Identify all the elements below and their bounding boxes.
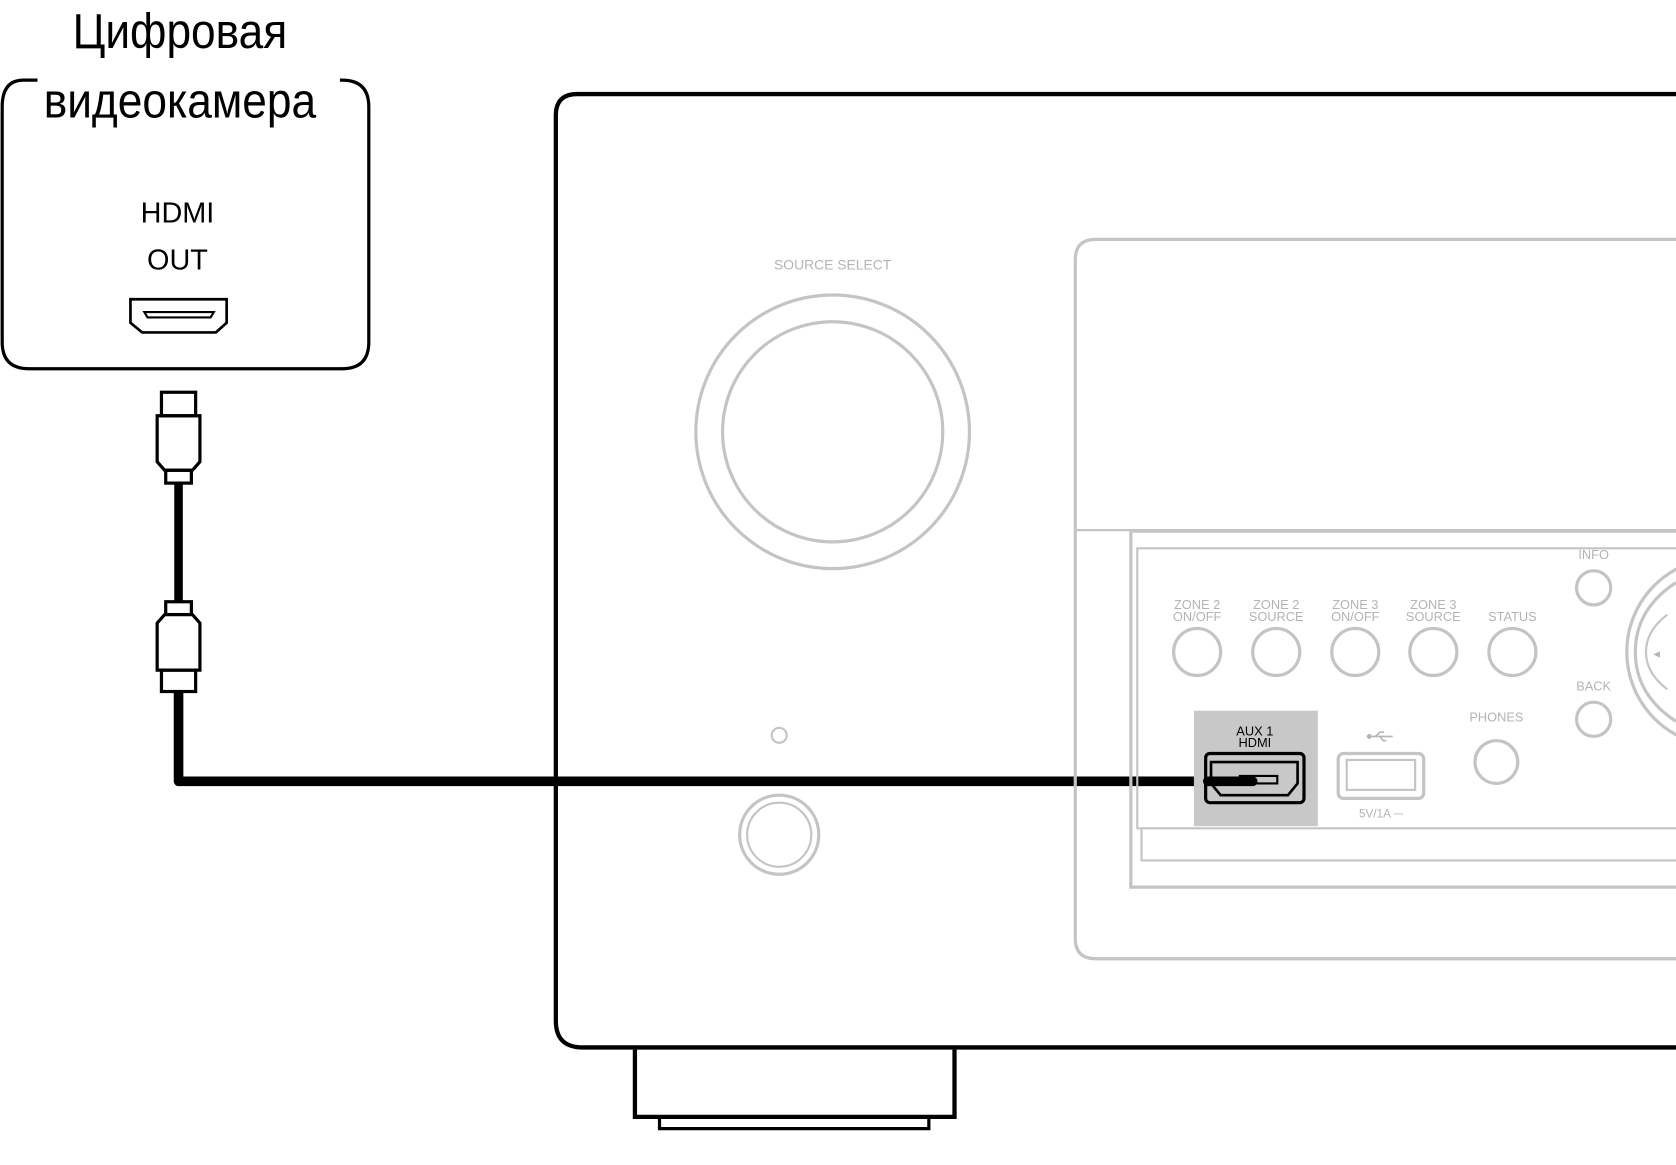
info-label: INFO	[1578, 547, 1609, 562]
phones-jack[interactable]	[1473, 739, 1520, 786]
source-select-knob[interactable]	[694, 293, 972, 571]
button-label: ZONE 2	[1174, 597, 1220, 612]
camera-title-line2: видеокамера	[44, 73, 317, 128]
button-label: ZONE 2	[1253, 597, 1299, 612]
zone2-source-button[interactable]: ZONE 2 SOURCE	[1249, 597, 1304, 678]
aux1-label: AUX 1	[1236, 723, 1273, 738]
camera-title-line1: Цифровая	[73, 4, 288, 59]
button-label: ZONE 3	[1332, 597, 1378, 612]
aux1-hdmi-input[interactable]: AUX 1 HDMI	[1193, 710, 1318, 827]
button-label: ZONE 3	[1410, 597, 1456, 612]
aux1-hdmi-label: HDMI	[1238, 735, 1271, 750]
av-receiver: SOURCE SELECT ZONE 2 ON/OFF ZONE 2 SOURC…	[553, 91, 1676, 1131]
hdmi-out-label-2: OUT	[147, 244, 208, 276]
hdmi-out-label-1: HDMI	[141, 197, 215, 229]
zone3-source-button[interactable]: ZONE 3 SOURCE	[1406, 597, 1461, 678]
zone3-onoff-button[interactable]: ZONE 3 ON/OFF	[1330, 597, 1381, 678]
usb-icon	[1366, 731, 1393, 742]
hdmi-cable	[155, 390, 1253, 787]
status-button[interactable]: STATUS	[1487, 609, 1538, 678]
usb-port[interactable]: 5V/1A ⎓	[1336, 731, 1426, 821]
zone-buttons: ZONE 2 ON/OFF ZONE 2 SOURCE ZONE 3 ON/OF…	[1172, 597, 1538, 678]
back-button[interactable]	[1574, 700, 1613, 739]
power-button[interactable]	[738, 793, 821, 876]
button-label: ON/OFF	[1331, 609, 1380, 624]
button-label: STATUS	[1488, 609, 1537, 624]
left-arrow-icon: ◄	[1651, 648, 1662, 660]
button-label: SOURCE	[1249, 609, 1304, 624]
camera-device: Цифровая видеокамера HDMI OUT	[0, 4, 371, 371]
usb-rating-label: 5V/1A ⎓	[1359, 808, 1404, 821]
source-select-label: SOURCE SELECT	[774, 256, 892, 272]
power-indicator	[770, 726, 788, 744]
phones-label: PHONES	[1469, 709, 1523, 724]
hdmi-out-port-icon	[129, 297, 228, 334]
info-button[interactable]	[1574, 569, 1613, 607]
back-label: BACK	[1576, 678, 1611, 693]
cursor-pad[interactable]: ◄	[1625, 558, 1676, 746]
button-label: SOURCE	[1406, 609, 1461, 624]
button-label: ON/OFF	[1173, 609, 1222, 624]
zone2-onoff-button[interactable]: ZONE 2 ON/OFF	[1172, 597, 1223, 678]
